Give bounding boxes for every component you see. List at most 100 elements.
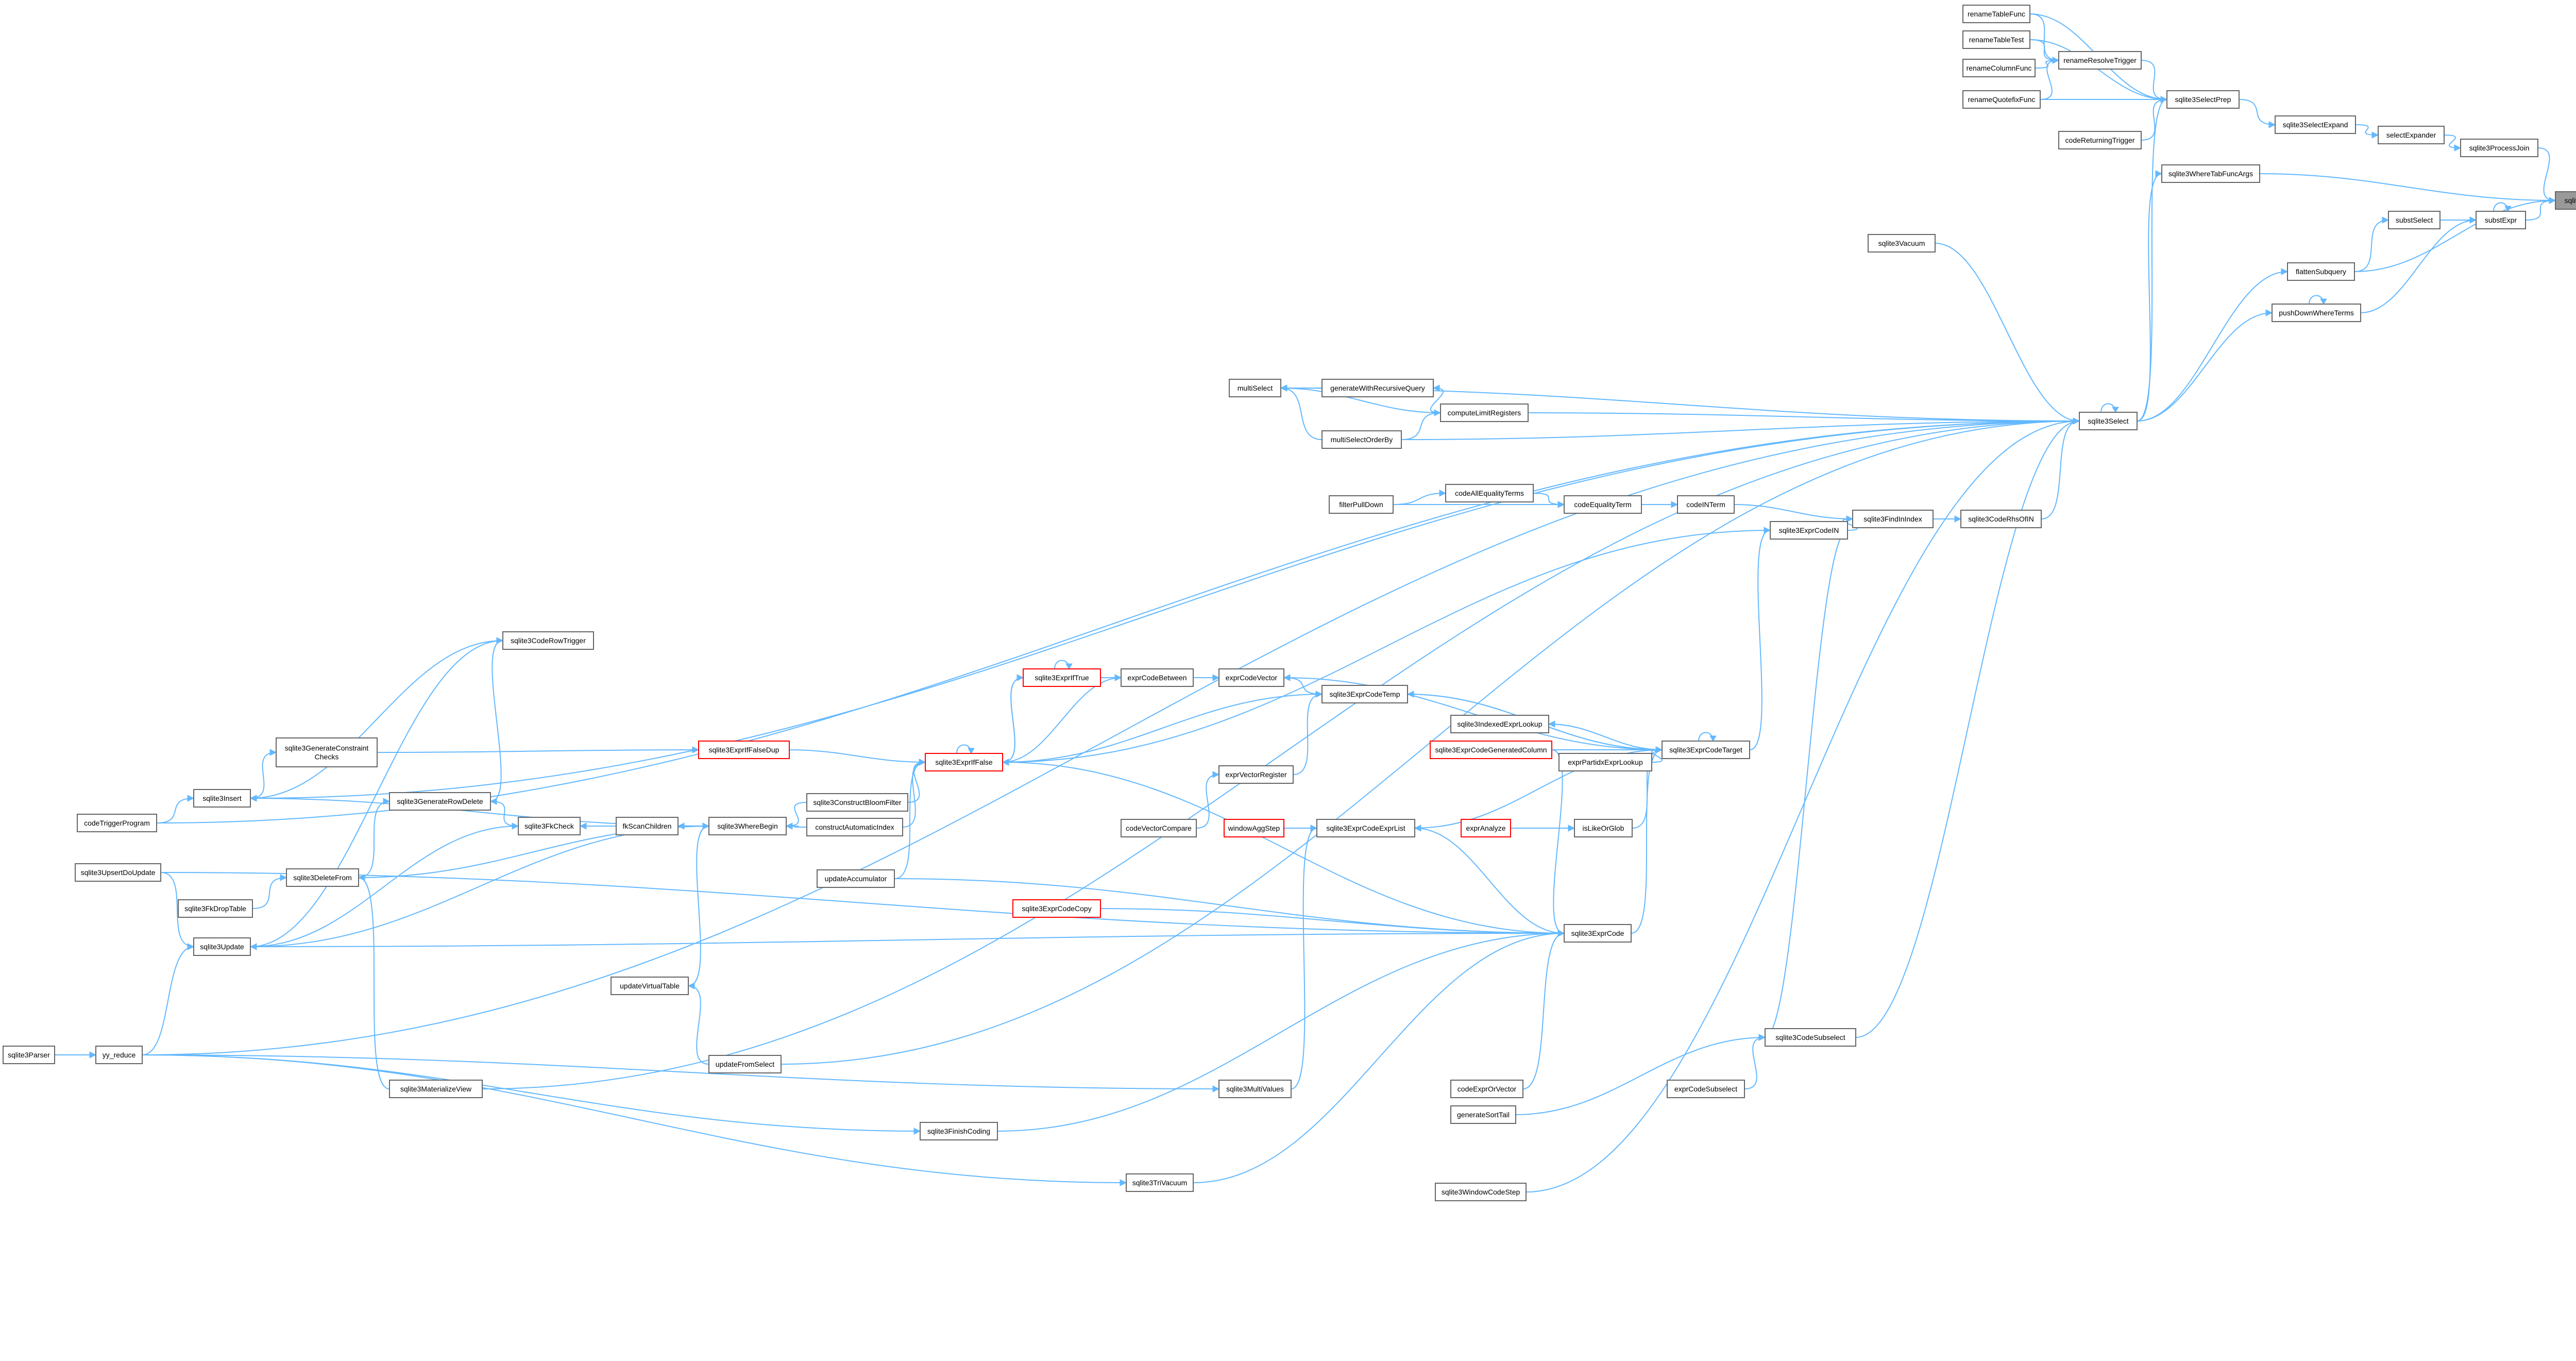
node-sqlite3MaterializeView[interactable]: sqlite3MaterializeView [389,1080,483,1098]
node-sqlite3SelectPrep[interactable]: sqlite3SelectPrep [2166,90,2240,109]
node-box-codeExprOrVector [1450,1080,1523,1098]
node-box-sqlite3ExprCode [1564,924,1632,943]
node-multiSelectOrderBy[interactable]: multiSelectOrderBy [1321,430,1402,449]
node-updateVirtualTable[interactable]: updateVirtualTable [611,977,689,995]
node-label-sqlite3ExprCodeExprList: sqlite3ExprCodeExprList [1326,824,1405,832]
node-label-isLikeOrGlob: isLikeOrGlob [1583,824,1624,832]
node-sqlite3ExprCodeGetColumn[interactable]: sqlite3ExprCodeGeneratedColumn [1430,741,1552,759]
node-sqlite3ExprCodeExprList[interactable]: sqlite3ExprCodeExprList [1316,819,1415,837]
node-pushDownWhereTerms[interactable]: pushDownWhereTerms [2272,304,2361,322]
graph-nodes: renameTableFunc renameTableTest renameReso… [3,5,2576,1201]
node-renameColumnFunc[interactable]: renameColumnFunc [1962,59,2036,77]
node-substExpr[interactable]: substExpr [2476,211,2526,229]
node-renameParseTrigger[interactable]: renameResolveTrigger [2058,51,2142,70]
node-windowAggStep[interactable]: windowAggStep [1224,819,1284,837]
node-box-multiSelectOrderBy [1321,430,1402,449]
node-sqlite3ExprCode[interactable]: sqlite3ExprCode [1564,924,1632,943]
node-exprCodeSubselect[interactable]: exprCodeSubselect [1667,1080,1745,1098]
node-substSelect[interactable]: substSelect [2388,211,2441,229]
node-sqlite3ExprDup[interactable]: sqlite3ExprDup [2555,191,2576,210]
node-sqlite3ExprIfTrue[interactable]: sqlite3ExprIfTrue [1023,668,1101,687]
node-sqlite3GenerateRowDelete[interactable]: sqlite3GenerateRowDelete [389,792,491,811]
node-sqlite3WhereBegin[interactable]: sqlite3WhereBegin [708,817,787,835]
arrowhead-sqlite3Insert-to-sqlite3GenerateConstraintChecks [269,749,277,756]
node-box-exprPartidxExprLookup [1558,753,1652,771]
node-fkScanChildren[interactable]: fkScanChildren [616,817,679,835]
node-generateWithRecursiveQuery[interactable]: generateWithRecursiveQuery [1321,379,1434,397]
edge-sqlite3ConstructBloomFilter-to-sqlite3WhereBegin [786,802,807,827]
node-multiSelect[interactable]: multiSelect [1229,379,1281,397]
node-yy_reduce[interactable]: yy_reduce [95,1046,143,1064]
edge-codeINTerm-to-sqlite3FindInIndex [1734,504,1853,519]
node-sqlite3WindowCodeStep[interactable]: sqlite3WindowCodeStep [1435,1183,1527,1201]
node-exprCodeVector[interactable]: exprCodeVector [1218,668,1284,687]
node-codeVectorCompare[interactable]: codeVectorCompare [1121,819,1197,837]
node-label-sqlite3Parser: sqlite3Parser [8,1051,50,1059]
arrowhead-sqlite3ExprCode-to-sqlite3ExprCodeExprList [1414,825,1421,832]
node-sqlite3ConstructBloomFilter[interactable]: sqlite3ConstructBloomFilter [806,793,908,812]
node-sqlite3TriVacuum[interactable]: sqlite3TriVacuum [1126,1173,1194,1192]
node-updateFromSelect[interactable]: updateFromSelect [708,1055,782,1073]
arrowhead-sqlite3FkDropTable-to-sqlite3DeleteFrom [280,874,287,881]
node-sqlite3DeleteFrom[interactable]: sqlite3DeleteFrom [286,868,359,887]
node-computeLimitRegisters[interactable]: computeLimitRegisters [1440,404,1529,422]
node-sqlite3ExprCodeTarget[interactable]: sqlite3ExprCodeTarget [1662,741,1750,759]
edge-sqlite3Select-to-flattenSubquery [2137,271,2288,422]
node-box-exprCodeSubselect [1667,1080,1745,1098]
node-sqlite3SelectExpand[interactable]: sqlite3SelectExpand [2275,115,2356,134]
node-codeReturningTrigger[interactable]: codeReturningTrigger [2058,131,2142,149]
node-codeAllEqualityTerms[interactable]: codeAllEqualityTerms [1445,484,1534,502]
node-sqlite3CodeSubselect[interactable]: sqlite3CodeSubselect [1765,1028,1856,1047]
node-renameTableTest[interactable]: renameTableTest [1962,30,2030,49]
node-sqlite3Update[interactable]: sqlite3Update [193,937,251,956]
node-box-constructAutomaticIndex [806,818,903,836]
node-renameTableFunc[interactable]: renameTableFunc [1962,5,2030,23]
node-label-multiSelectOrderBy: multiSelectOrderBy [1331,435,1393,444]
node-label-sqlite3CodeSubselect: sqlite3CodeSubselect [1775,1033,1845,1041]
node-sqlite3MultiValues[interactable]: sqlite3MultiValues [1218,1080,1292,1098]
node-sqlite3FkDropTable[interactable]: sqlite3FkDropTable [178,899,253,918]
node-isLikeOrGlob[interactable]: isLikeOrGlob [1574,819,1633,837]
node-codeExprOrVector[interactable]: codeExprOrVector [1450,1080,1523,1098]
edge-sqlite3ExprCodeIN-to-sqlite3FindInIndex [1842,518,1858,531]
node-updateAccumulator[interactable]: updateAccumulator [817,869,895,888]
node-sqlite3ExprCodeCopy[interactable]: sqlite3ExprCodeCopy [1012,899,1101,918]
node-box-sqlite3Select [2079,412,2138,430]
node-generateSortTail[interactable]: generateSortTail [1450,1105,1516,1124]
node-sqlite3ProcessJoin[interactable]: sqlite3ProcessJoin [2460,139,2538,157]
node-sqlite3CodeRowTrigger[interactable]: sqlite3CodeRowTrigger [502,631,594,650]
node-sqlite3ExprIfFalse[interactable]: sqlite3ExprIfFalse [925,753,1003,771]
node-flattenSubquery[interactable]: flattenSubquery [2287,262,2355,281]
node-sqlite3CodeRhsOfIN[interactable]: sqlite3CodeRhsOfIN [1960,510,2042,528]
node-constructAutomaticIndex[interactable]: constructAutomaticIndex [806,818,903,836]
node-selectExpander[interactable]: selectExpander [2378,126,2445,144]
node-filterPullDown[interactable]: filterPullDown [1329,495,1394,514]
edge-sqlite3MultiValues-to-sqlite3ExprCodeExprList [1291,828,1317,1089]
node-codeEqualityTerm[interactable]: codeEqualityTerm [1564,495,1642,514]
node-label-sqlite3ExprIfFalseDup: sqlite3ExprIfFalseDup [709,746,779,754]
node-sqlite3ExprCodeIN[interactable]: sqlite3ExprCodeIN [1770,521,1848,540]
node-sqlite3IndexedExprLookup[interactable]: sqlite3IndexedExprLookup [1450,715,1549,733]
node-renameQuotefixFunc[interactable]: renameQuotefixFunc [1962,90,2041,109]
node-sqlite3ExprIfFalseDup[interactable]: sqlite3ExprIfFalseDup [698,741,790,759]
node-sqlite3FinishCoding[interactable]: sqlite3FinishCoding [920,1122,998,1140]
node-sqlite3WhereTabFuncArgs[interactable]: sqlite3WhereTabFuncArgs [2161,164,2260,183]
node-sqlite3Select[interactable]: sqlite3Select [2079,412,2138,430]
node-sqlite3FindInIndex[interactable]: sqlite3FindInIndex [1852,510,1934,528]
node-sqlite3FkCheck[interactable]: sqlite3FkCheck [518,817,581,835]
node-codeINTerm[interactable]: codeINTerm [1677,495,1735,514]
arrowhead-sqlite3SelectPrep-to-sqlite3SelectExpand [2268,121,2276,128]
node-sqlite3Insert[interactable]: sqlite3Insert [193,789,251,808]
node-box-generateSortTail [1450,1105,1516,1124]
node-sqlite3ExprCodeTemp[interactable]: sqlite3ExprCodeTemp [1321,685,1408,703]
node-sqlite3Parser[interactable]: sqlite3Parser [3,1046,55,1064]
node-sqlite3UpsertDoUpdate[interactable]: sqlite3UpsertDoUpdate [75,863,161,882]
node-box-sqlite3Vacuum [1868,234,1936,253]
node-sqlite3Vacuum[interactable]: sqlite3Vacuum [1868,234,1936,253]
node-exprAnalyze[interactable]: exprAnalyze [1461,819,1511,837]
node-codeTriggerProgram[interactable]: codeTriggerProgram [77,814,157,832]
node-exprPartidxExprLookup[interactable]: exprPartidxExprLookup [1558,753,1652,771]
node-exprCodeBetween[interactable]: exprCodeBetween [1121,668,1194,687]
node-exprVectorRegister[interactable]: exprVectorRegister [1218,765,1294,784]
